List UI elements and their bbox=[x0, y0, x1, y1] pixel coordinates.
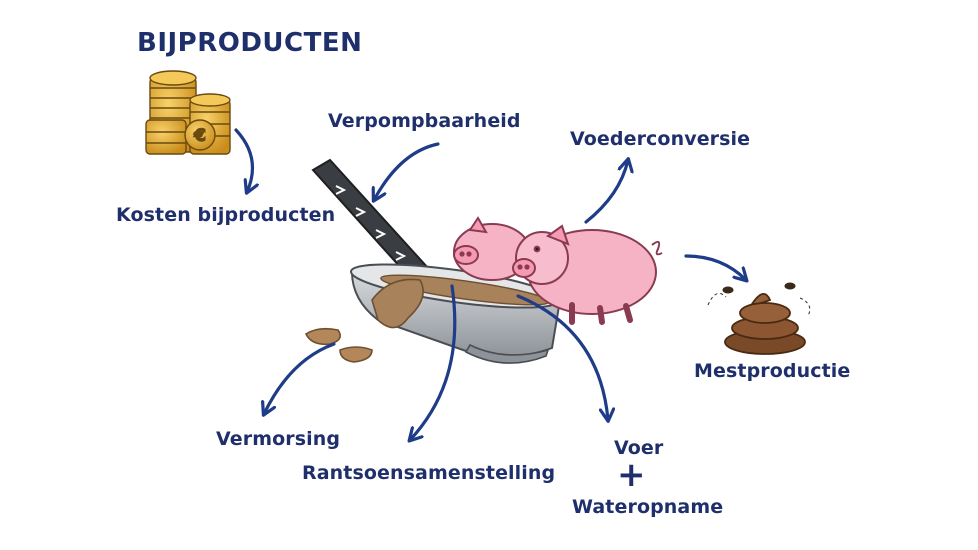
label-wateropname: Wateropname bbox=[572, 496, 724, 518]
label-mestproductie: Mestproductie bbox=[694, 360, 851, 382]
fly-icon bbox=[707, 282, 811, 317]
page-title: BIJPRODUCTEN bbox=[137, 28, 363, 58]
arrow-rantsoen bbox=[410, 284, 457, 440]
svg-text:€: € bbox=[193, 126, 206, 146]
plus-sign: + bbox=[617, 455, 646, 495]
arrow-mestproductie bbox=[684, 254, 746, 280]
label-kosten-bijproducten: Kosten bijproducten bbox=[116, 204, 336, 226]
pig-icon bbox=[453, 216, 663, 325]
feed-trough-icon bbox=[304, 263, 562, 364]
label-voederconversie: Voederconversie bbox=[570, 128, 751, 150]
arrow-kosten bbox=[234, 128, 252, 192]
arrow-voer bbox=[516, 294, 608, 420]
arrows bbox=[234, 128, 746, 440]
arrow-voederconversie bbox=[584, 160, 628, 224]
arrow-vermorsing bbox=[264, 342, 336, 414]
coin-stack-icon: € bbox=[145, 70, 231, 155]
label-vermorsing: Vermorsing bbox=[216, 428, 341, 450]
label-rantsoensamenstelling: Rantsoensamenstelling bbox=[302, 462, 556, 484]
label-voer: Voer bbox=[614, 437, 664, 459]
label-verpompbaarheid: Verpompbaarheid bbox=[328, 110, 521, 132]
manure-icon bbox=[724, 293, 806, 355]
arrow-verpompbaarheid bbox=[374, 142, 440, 200]
